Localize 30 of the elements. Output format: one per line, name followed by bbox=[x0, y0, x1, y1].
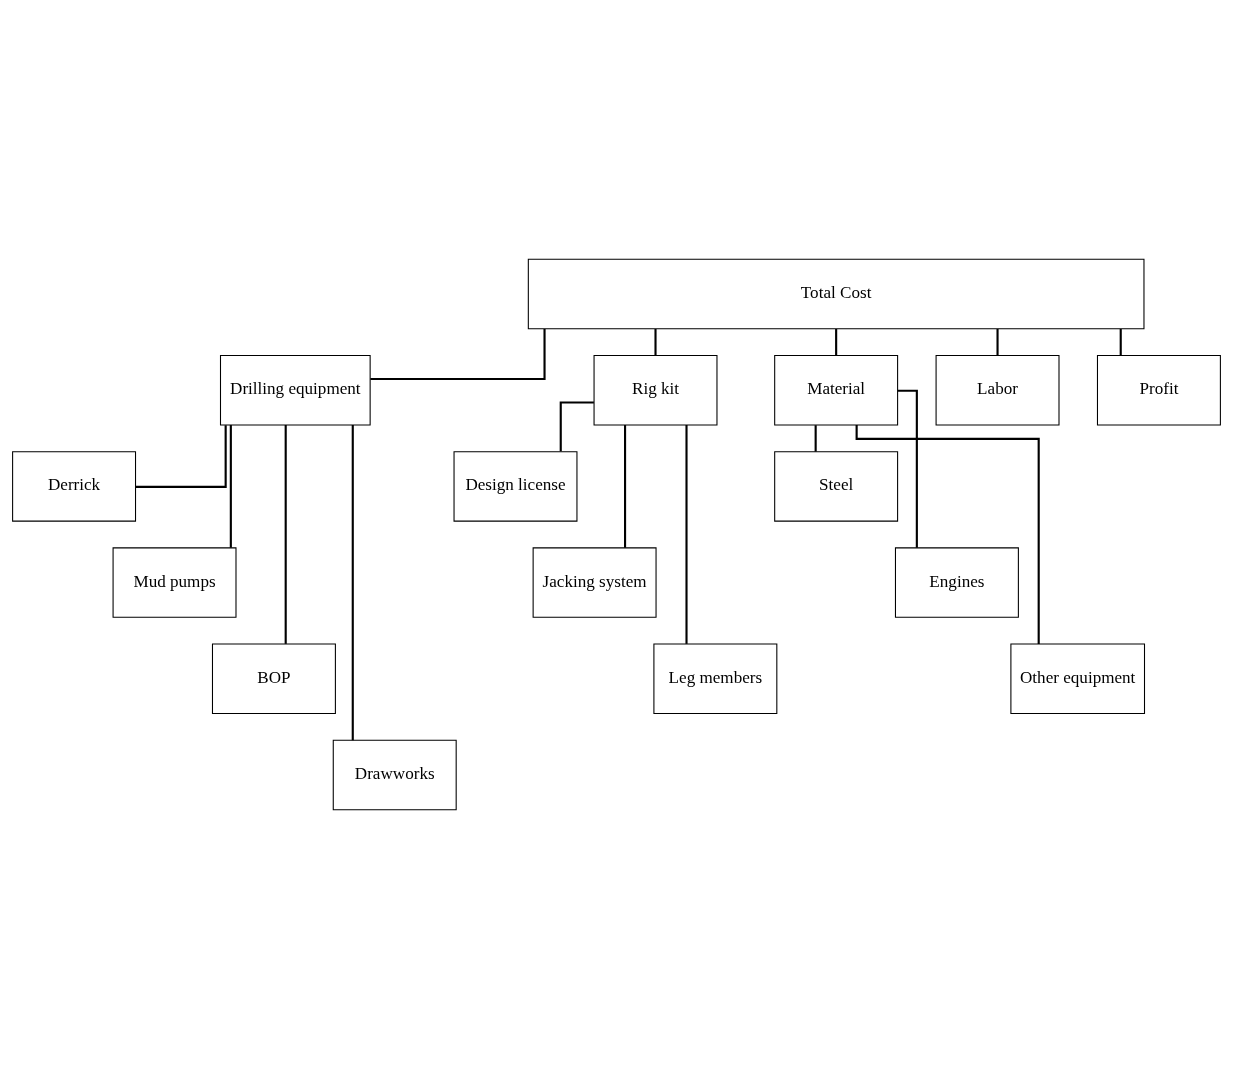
node-box: Engines bbox=[894, 546, 1019, 618]
connector bbox=[855, 424, 1040, 644]
node-box: Other equipment bbox=[1010, 643, 1146, 714]
connector bbox=[623, 424, 627, 548]
node-box: Material bbox=[774, 354, 899, 425]
connector bbox=[685, 424, 688, 644]
node-box: Design license bbox=[453, 450, 578, 522]
node-box: Mud pumps bbox=[112, 546, 237, 618]
node-box: Drawworks bbox=[332, 739, 457, 810]
node-box: Total Cost bbox=[527, 258, 1145, 329]
node-box: Drilling equipment bbox=[219, 354, 371, 425]
connector bbox=[135, 424, 227, 488]
connector bbox=[996, 328, 999, 355]
connector bbox=[654, 328, 657, 355]
node-box: Rig kit bbox=[593, 354, 718, 425]
node-box: Profit bbox=[1096, 354, 1221, 425]
connector bbox=[1119, 328, 1122, 355]
node-box: Steel bbox=[774, 450, 899, 522]
node-box: Labor bbox=[935, 354, 1060, 425]
connector bbox=[229, 424, 232, 548]
connector bbox=[835, 328, 838, 355]
connector bbox=[814, 424, 817, 452]
connector bbox=[284, 424, 287, 644]
connector bbox=[370, 328, 546, 380]
node-box: BOP bbox=[211, 643, 336, 714]
connector bbox=[559, 400, 594, 451]
connector bbox=[351, 424, 354, 740]
node-box: Derrick bbox=[12, 450, 137, 522]
node-box: Leg members bbox=[653, 643, 778, 714]
node-box: Jacking system bbox=[532, 546, 657, 618]
